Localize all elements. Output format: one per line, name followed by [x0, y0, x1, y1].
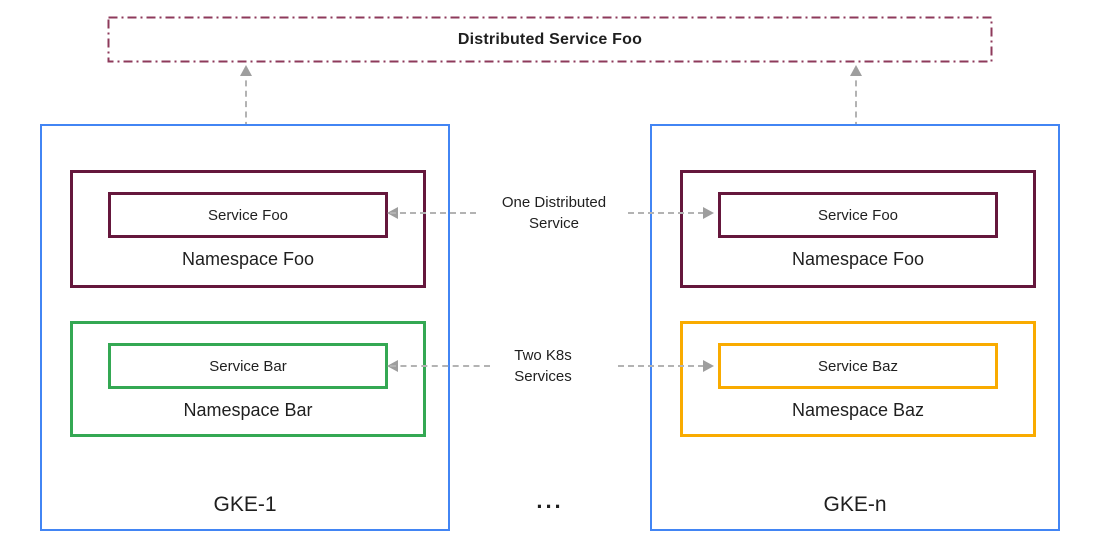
- arrowhead-right-service-foo-icon: [703, 207, 714, 219]
- distributed-service-box: Distributed Service Foo: [107, 16, 993, 63]
- namespace-foo-box-gken: Service Foo Namespace Foo: [680, 170, 1036, 288]
- namespace-baz-label-gken: Namespace Baz: [791, 400, 925, 420]
- cluster-gke-n: Service Foo Namespace Foo Service Baz Na…: [650, 124, 1060, 531]
- service-baz-label-gken: Service Baz: [817, 357, 899, 375]
- cluster-gke-n-label: GKE-n: [823, 493, 887, 516]
- arrowhead-up-left-icon: [240, 65, 252, 76]
- connector-one-distributed-right: [628, 212, 704, 214]
- namespace-foo-label-gke1: Namespace Foo: [181, 249, 315, 269]
- service-foo-box-gke1: Service Foo: [108, 192, 388, 238]
- service-foo-label-gke1: Service Foo: [207, 206, 289, 224]
- namespace-baz-box-gken: Service Baz Namespace Baz: [680, 321, 1036, 437]
- annotation-two-k8s-services: Two K8s Services: [473, 345, 613, 387]
- cluster-gke-1: Service Foo Namespace Foo Service Bar Na…: [40, 124, 450, 531]
- annotation-line: One Distributed: [501, 194, 607, 211]
- cluster-gke-1-label: GKE-1: [213, 493, 277, 516]
- annotation-line: Service: [528, 215, 580, 232]
- service-foo-label-gken: Service Foo: [817, 206, 899, 224]
- annotation-one-distributed-service: One Distributed Service: [474, 192, 634, 234]
- service-foo-box-gken: Service Foo: [718, 192, 998, 238]
- cluster-ellipsis: ...: [536, 488, 564, 513]
- annotation-line: Services: [514, 368, 572, 385]
- arrowhead-right-service-baz-icon: [703, 360, 714, 372]
- connector-two-k8s-left: [390, 365, 490, 367]
- connector-one-distributed-left: [390, 212, 476, 214]
- namespace-foo-box-gke1: Service Foo Namespace Foo: [70, 170, 426, 288]
- namespace-foo-label-gken: Namespace Foo: [791, 249, 925, 269]
- dash-dot-border: [107, 16, 993, 63]
- service-bar-label-gke1: Service Bar: [209, 357, 287, 375]
- arrowhead-up-right-icon: [850, 65, 862, 76]
- namespace-bar-label-gke1: Namespace Bar: [183, 400, 313, 420]
- service-bar-box-gke1: Service Bar: [108, 343, 388, 389]
- distributed-service-label: Distributed Service Foo: [457, 30, 643, 48]
- annotation-line: Two K8s: [514, 347, 572, 364]
- namespace-bar-box-gke1: Service Bar Namespace Bar: [70, 321, 426, 437]
- service-baz-box-gken: Service Baz: [718, 343, 998, 389]
- connector-two-k8s-right: [618, 365, 704, 367]
